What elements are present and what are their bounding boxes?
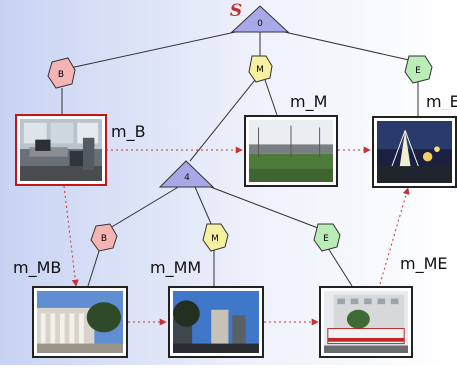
node-m-inner: M <box>202 223 229 252</box>
tree-edges <box>61 30 419 287</box>
bus-photo <box>324 291 408 353</box>
node-m-top-label: M <box>256 65 264 75</box>
fair-photo <box>377 121 452 183</box>
edge-root-e <box>279 30 410 61</box>
colonnade-photo <box>37 291 123 353</box>
edge-root-b <box>69 30 241 69</box>
photo-m-mm[interactable] <box>168 286 264 358</box>
label-m-e: m_E <box>426 94 457 110</box>
node-b-inner-label: B <box>101 234 107 244</box>
edge-inner-m <box>194 186 213 227</box>
node-b-top-label: B <box>58 70 64 80</box>
node-e-inner-label: E <box>323 234 329 244</box>
node-e-inner: E <box>313 223 341 252</box>
field-photo <box>249 120 333 182</box>
photo-m-m[interactable] <box>244 115 338 187</box>
label-m-m: m_M <box>290 92 328 111</box>
photo-m-me[interactable] <box>319 286 413 358</box>
label-m-me: m_ME <box>400 254 448 273</box>
node-b-inner: B <box>90 223 118 252</box>
edge-e2-image <box>327 247 353 287</box>
photo-m-e[interactable] <box>372 116 457 188</box>
arrow-mb-to-mmb <box>63 185 79 287</box>
root-node-label: 0 <box>257 19 263 29</box>
node-b-top: B <box>47 57 76 89</box>
street-photo <box>173 291 259 353</box>
edge-inner-e <box>207 185 319 229</box>
photo-m-mb[interactable] <box>32 286 128 358</box>
office-photo <box>20 119 102 181</box>
node-e-top-label: E <box>415 66 421 76</box>
inner-node: 4 <box>158 160 215 188</box>
label-m-b: m_B <box>111 122 146 141</box>
inner-node-label: 4 <box>184 173 190 183</box>
edge-inner-b <box>109 185 181 229</box>
arrow-mme-to-me <box>379 187 410 285</box>
node-e-top: E <box>404 55 433 84</box>
root-symbol: S <box>230 1 242 21</box>
edge-m-inner <box>189 79 256 162</box>
node-m-top: M <box>248 55 273 83</box>
node-m-inner-label: M <box>211 234 219 244</box>
label-m-mm: m_MM <box>150 258 202 277</box>
dashed-arrows <box>63 146 410 326</box>
root-node: 0 <box>230 5 290 33</box>
label-m-mb: m_MB <box>13 258 62 277</box>
edge-b2-image <box>87 247 101 287</box>
photo-m-b[interactable] <box>15 114 107 186</box>
edge-m-image <box>264 79 278 116</box>
